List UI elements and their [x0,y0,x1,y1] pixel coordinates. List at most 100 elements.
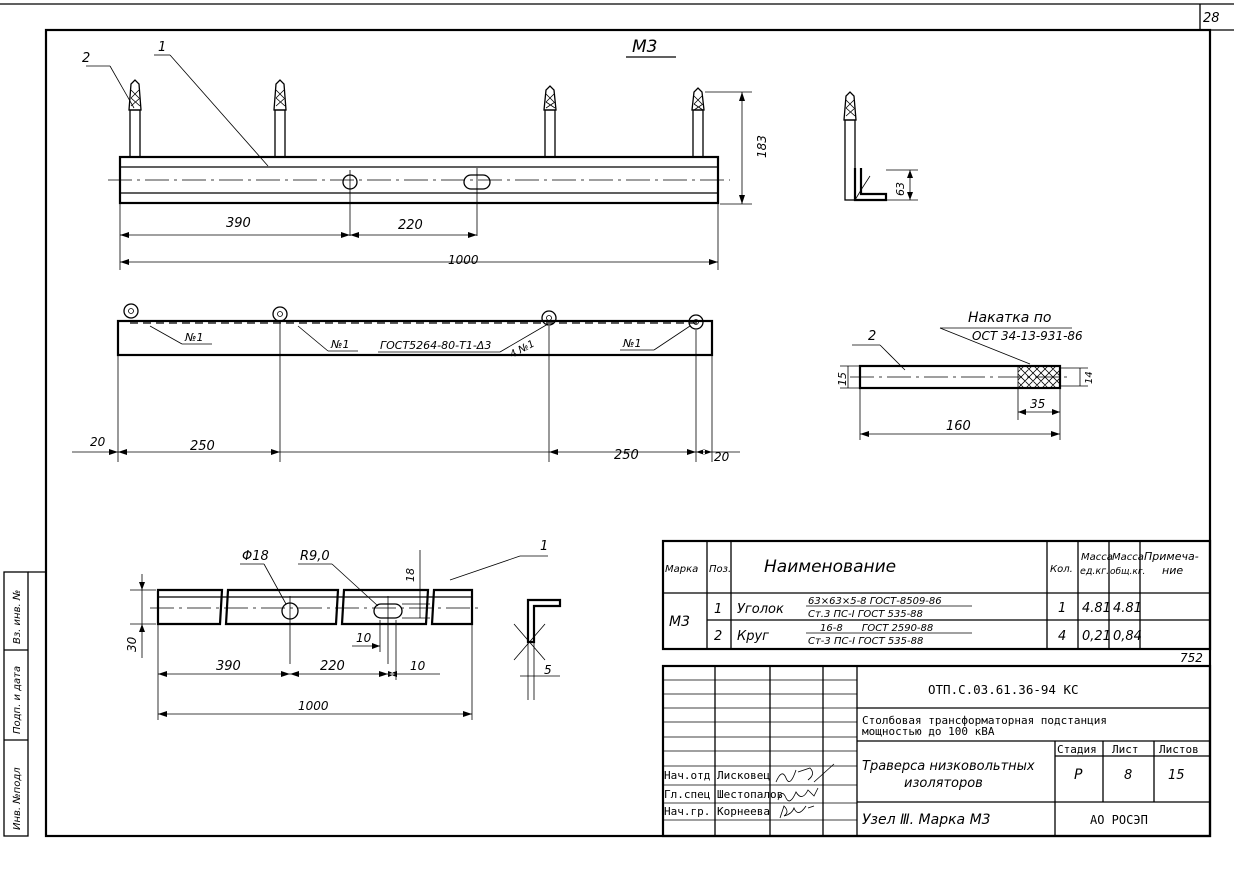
dim-15: 15 [836,372,849,386]
dim-18: 18 [404,568,417,582]
top-strip: 28 [0,3,1234,31]
tb-signer-2-role: Гл.спец [664,788,710,801]
inner-frame [44,28,1212,838]
tb-signer-3-role: Нач.гр. [664,805,710,818]
bom-header-pos: Поз. [709,564,731,575]
dim-35: 35 [1030,397,1045,411]
front-view: №1 №1 ГОСТ5264-80-Т1-Δ3 4 №1 №1 20 250 2… [72,303,740,464]
stamp-inv-label: Инв. №подл [12,767,23,830]
dim-63: 63 [894,182,907,196]
sheet-number: 28 [1203,11,1220,26]
callout-1-detail: 1 [540,539,548,554]
bom-row-2-name: Круг [737,629,769,644]
tb-sheet-label: Лист [1112,743,1139,756]
bom-row-1: 1 Уголок 63×63×5-8 ГОСТ-8509-86 Ст.3 ПС-… [714,596,1142,620]
dim-20-left: 20 [90,435,106,449]
bom-header-mark: Марка [665,564,698,575]
svg-text:М3: М3 [632,37,657,57]
tb-drawing-title-2: изоляторов [904,776,983,791]
title-block: ОТП.С.03.61.36-94 КС Столбовая трансформ… [661,664,1212,838]
bom-header-mass-unit-2: ед.кг. [1080,566,1109,577]
bom-row-1-pos: 1 [714,602,722,617]
dim-250-right: 250 [614,448,639,463]
weld-label-4: №1 [622,337,641,350]
dim-10-slot: 10 [356,631,372,645]
tb-signer-1-name: Лисковец [717,769,770,782]
pin-4 [691,87,705,158]
signature-3 [779,805,815,819]
label-phi18: Φ18 [242,549,269,564]
weld-label-2: №1 [330,338,349,351]
callout-1-top: 1 [158,40,166,55]
dim-5: 5 [544,663,552,677]
pin-2 [273,79,287,158]
pin-3 [543,85,557,158]
dim-160: 160 [946,419,971,434]
weld-standard: ГОСТ5264-80-Т1-Δ3 [380,339,491,352]
tb-project-line1: Столбовая трансформаторная подстанция [862,714,1107,727]
dim-1000-top: 1000 [448,253,479,267]
bom-table: Марка Поз. Наименование Кол. Масса ед.кг… [661,539,1212,651]
bom-row-2: 2 Круг 16-8 ГОСТ 2590-88 Ст-3 ПС-I ГОСТ … [714,623,1142,647]
weld-count: 4 №1 [508,339,536,361]
dim-20-right: 20 [714,450,730,464]
bom-row-1-spec-top: 63×63×5-8 ГОСТ-8509-86 [808,596,942,607]
label-r9: R9,0 [300,549,330,564]
tb-stage: Р [1074,767,1083,783]
signature-1 [775,763,835,783]
pin-1 [128,79,142,158]
dim-220-top: 220 [398,218,423,233]
signature-2 [777,787,819,802]
bom-row-2-pos: 2 [714,629,722,644]
bom-header-note-1: Примеча- [1144,550,1199,563]
dim-14: 14 [1084,371,1095,384]
bom-header-mass-unit-1: Масса [1081,552,1113,563]
tb-drawing-title-1: Траверса низковольтных [862,759,1035,774]
doc-number: 752 [1180,651,1203,665]
angle-side-view: 63 [843,91,918,202]
bom-header-mass-total-1: Масса [1112,552,1144,563]
bom-header-qty: Кол. [1050,564,1073,575]
bom-row-1-spec-bottom: Ст.3 ПС-I ГОСТ 535-88 [808,609,923,620]
dim-250-left: 250 [190,439,215,454]
tb-org: АО РОСЭП [1090,813,1148,827]
tb-sheets-label: Листов [1159,743,1199,756]
bom-row-2-mass-total: 0,84 [1113,629,1142,644]
bom-mark-value: М3 [669,614,690,630]
tb-node: Узел Ⅲ. Марка М3 [862,812,991,828]
bom-row-1-mass-total: 4.81 [1113,601,1142,616]
tb-project-line2: мощностью до 100 кВА [862,725,995,738]
weld-label-1: №1 [184,331,203,344]
tb-signer-2-name: Шестопалов [717,788,783,801]
dim-1000-detail: 1000 [298,699,329,713]
pin-detail: Накатка по ОСТ 34-13-931-86 2 15 14 35 1… [836,310,1095,440]
stamp-vz-label: Вз. инв. № [12,590,23,644]
stamp-sign-label: Подп. и дата [12,666,23,734]
knurl-note-1: Накатка по [968,310,1052,326]
mark-title: М3 [626,37,676,58]
tb-sheet: 8 [1124,768,1132,783]
tb-code: ОТП.С.03.61.36-94 КС [928,682,1079,697]
tb-signer-3-name: Корнеева [717,805,770,818]
top-view: 2 1 183 390 220 1000 [82,40,769,270]
tb-signer-1-role: Нач.отд [664,769,711,782]
bom-header-name: Наименование [764,557,896,577]
bom-row-1-qty: 1 [1058,601,1066,616]
bom-row-2-qty: 4 [1058,629,1066,644]
angle-detail: Φ18 R9,0 18 1 30 10 390 220 10 1000 [125,539,562,720]
callout-2-top: 2 [82,51,90,66]
tb-stage-label: Стадия [1057,743,1097,756]
dim-183: 183 [755,135,769,158]
dim-10-end: 10 [410,659,426,673]
dim-390-detail: 390 [216,659,241,674]
dim-390-top: 390 [226,216,251,231]
bom-row-2-spec-bottom: Ст-3 ПС-I ГОСТ 535-88 [808,636,923,647]
callout-2-pin: 2 [868,329,876,344]
side-stamp: Инв. №подл Подп. и дата Вз. инв. № [3,571,46,837]
bom-row-1-name: Уголок [737,602,784,617]
tb-sheets: 15 [1168,768,1185,783]
bom-header-mass-total-2: общ.кг. [1110,567,1145,577]
knurl-note-2: ОСТ 34-13-931-86 [972,329,1083,343]
bom-row-2-spec-top: 16-8 ГОСТ 2590-88 [820,623,933,634]
